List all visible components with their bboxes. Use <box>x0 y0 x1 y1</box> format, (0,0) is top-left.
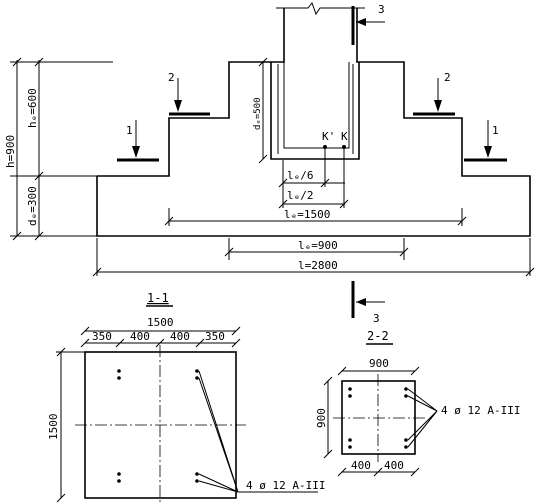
section-2-right-label: 2 <box>444 71 451 84</box>
lc-half-label: lₑ/2 <box>287 189 314 202</box>
plan-1-spacing-ticks <box>80 338 241 348</box>
plan-1-rebar-group <box>117 369 199 483</box>
plan-2-width-ticks <box>337 366 420 376</box>
column-socket <box>270 62 360 160</box>
section-3-top-arrowhead <box>356 18 366 26</box>
pedestal-width-label: lₑ=900 <box>298 239 338 252</box>
plan-2-spacing-2: 400 <box>384 459 404 472</box>
point-k-prime-label: K' <box>322 130 335 143</box>
h-upper-label: hₑ=600 <box>26 88 39 128</box>
step-width-label: lₑ=1500 <box>284 208 330 221</box>
plan-1-spacing-2: 400 <box>130 330 150 343</box>
section-3-bottom-arrowhead <box>356 298 366 306</box>
plan-1-title: 1-1 <box>147 291 169 305</box>
point-k-prime-marker <box>323 145 327 149</box>
plan-2-spacing-ticks <box>337 467 420 477</box>
plan-1-overall-width: 1500 <box>147 316 174 329</box>
plan-2-spacing-1: 400 <box>351 459 371 472</box>
section-1-right-arrowhead <box>484 146 492 158</box>
section-1-left-label: 1 <box>126 124 133 137</box>
plan-2-2: 2-2 900 900 400 400 4 ø 12 A-III <box>315 329 520 477</box>
plan-2-width-label: 900 <box>369 357 389 370</box>
column-depth-label: dₑ=500 <box>253 97 263 130</box>
plan-2-height-label: 900 <box>315 408 328 428</box>
section-3-bottom-label: 3 <box>373 312 380 325</box>
section-1-left-arrowhead <box>132 146 140 158</box>
column-rebar <box>277 64 354 154</box>
plan-1-rebar-leaders <box>198 370 318 493</box>
plan-1-height-label: 1500 <box>47 414 60 441</box>
point-k-label: K <box>341 130 348 143</box>
section-2-left-label: 2 <box>168 71 175 84</box>
total-length-label: l=2800 <box>298 259 338 272</box>
column-break-line <box>276 1 365 16</box>
plan-1-rebar-label: 4 ø 12 A-III <box>246 479 325 492</box>
column-inner <box>283 62 350 149</box>
lc-dim-ticks <box>278 178 349 209</box>
plan-2-rebar-leaders <box>407 388 438 448</box>
plan-2-height-ticks <box>323 376 333 459</box>
plan-1-1: 1-1 1500 350 400 400 350 1500 4 ø 12 A-I… <box>47 291 325 503</box>
column-depth-tick-bottom <box>258 154 268 164</box>
plan-1-spacing-1: 350 <box>92 330 112 343</box>
plan-1-spacing-4: 350 <box>205 330 225 343</box>
lc-sixth-label: lₑ/6 <box>287 169 314 182</box>
section-1-right-label: 1 <box>492 124 499 137</box>
plan-1-overall-ticks <box>80 326 241 336</box>
footing-outline <box>96 8 531 237</box>
h-lower-label: dₑ=300 <box>26 186 39 226</box>
section-2-left-arrowhead <box>174 100 182 112</box>
plan-2-outline <box>341 380 416 455</box>
plan-2-rebar-label: 4 ø 12 A-III <box>441 404 520 417</box>
section-3-top-label: 3 <box>378 3 385 16</box>
section-2-right-arrowhead <box>434 100 442 112</box>
plan-2-rebar-group <box>348 387 408 449</box>
left-dim-ticks <box>12 57 44 241</box>
elevation-view: K' K dₑ=500 h=900 hₑ=600 dₑ=300 lₑ/6 lₑ/… <box>4 1 535 325</box>
point-k-marker <box>342 145 346 149</box>
column-depth-tick-top <box>258 57 268 67</box>
plan-1-spacing-3: 400 <box>170 330 190 343</box>
h-total-label: h=900 <box>4 135 17 168</box>
plan-2-title: 2-2 <box>367 329 389 343</box>
